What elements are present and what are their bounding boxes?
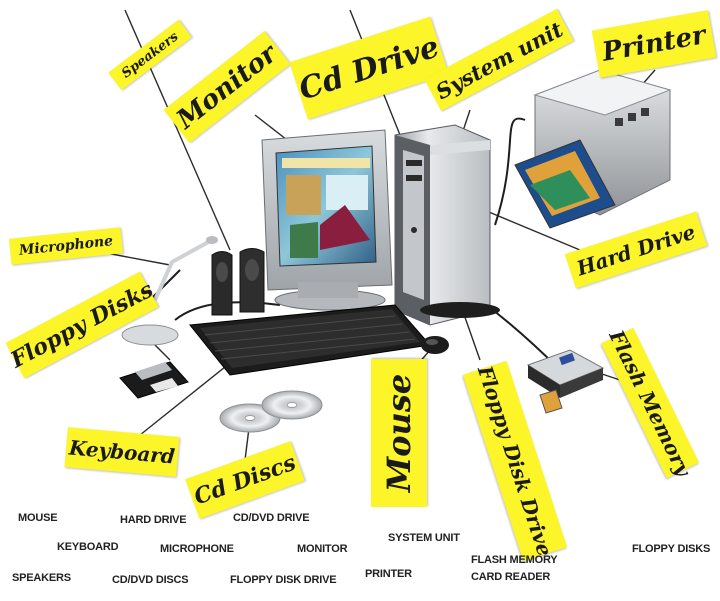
word-bank-speakers: SPEAKERS <box>12 572 71 584</box>
word-bank-keyboard: KEYBOARD <box>57 541 119 553</box>
word-bank-flash-memory: FLASH MEMORY <box>471 554 558 566</box>
cd-discs-illustration <box>219 390 323 433</box>
system-unit-illustration <box>394 124 500 326</box>
flash-memory-card-reader-illustration <box>526 349 605 414</box>
floppy-disks-illustration <box>119 361 189 399</box>
word-bank-mouse: MOUSE <box>18 512 58 524</box>
word-bank-microphone: MICROPHONE <box>160 543 234 555</box>
word-bank-monitor: MONITOR <box>297 543 348 555</box>
printer-illustration <box>514 69 672 229</box>
word-bank-printer: PRINTER <box>365 568 412 580</box>
word-bank-cd-dvd-discs: CD/DVD DISCS <box>112 574 189 586</box>
label-mouse: Mouse <box>371 359 427 507</box>
word-bank-card-reader: CARD READER <box>471 571 551 583</box>
speakers-illustration <box>211 248 265 316</box>
microphone-illustration <box>121 236 218 346</box>
monitor-illustration <box>261 129 393 311</box>
word-bank-floppy-disk-drive: FLOPPY DISK DRIVE <box>230 574 337 586</box>
word-bank-hard-drive: HARD DRIVE <box>120 514 187 526</box>
word-bank-floppy-disks: FLOPPY DISKS <box>632 543 711 555</box>
word-bank-cd-dvd-drive: CD/DVD DRIVE <box>233 512 310 524</box>
word-bank-system-unit: SYSTEM UNIT <box>388 532 460 544</box>
mouse-illustration <box>421 336 449 354</box>
keyboard-illustration <box>189 304 431 376</box>
